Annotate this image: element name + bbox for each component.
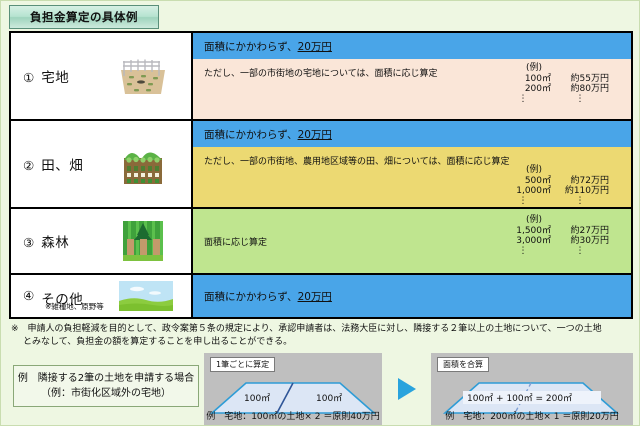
- example-list-shinrin: (例) 1,500㎡ 約27万円 3,000㎡ 約30万円 ⋮ ⋮: [495, 215, 609, 255]
- flat-fee-prefix: 面積にかかわらず、: [204, 40, 298, 53]
- combined-area-label: 100㎡ + 100㎡ = 200㎡: [467, 394, 573, 404]
- example-area: 100㎡: [524, 73, 551, 84]
- table-row: ② 田、畑: [11, 121, 631, 209]
- example-area: 500㎡: [524, 175, 551, 186]
- example-case-line-1: 例 隣接する2筆の土地を申請する場合: [17, 373, 195, 384]
- flat-fee-amount: 20万円: [297, 40, 332, 53]
- per-parcel-diagram: [209, 382, 377, 414]
- example-row: 1,500㎡ 約27万円: [495, 226, 609, 237]
- flat-fee-bar: 面積にかかわらず、20万円: [193, 121, 631, 147]
- category-name: 宅地: [41, 70, 70, 86]
- category-number: ②: [23, 158, 35, 173]
- combined-area-tag: 面積を合算: [437, 357, 489, 372]
- table-row: ③ 森林: [11, 209, 631, 275]
- example-row: 200㎡ 約80万円: [495, 84, 609, 95]
- parcel-label-left: 100㎡: [244, 394, 271, 404]
- grassland-icon: [119, 281, 173, 311]
- example-row: 1,000㎡ 約110万円: [495, 186, 609, 197]
- footnote-line-1: ※ 申請人の負担軽減を目的として、政令案第５条の規定により、承認申請者は、法務大…: [11, 324, 602, 334]
- flat-fee-prefix: 面積にかかわらず、: [204, 290, 298, 303]
- example-ellipsis: ⋮: [518, 93, 528, 104]
- farm-field-icon: [115, 140, 171, 188]
- combined-area-panel: 面積を合算 100㎡ + 100㎡ = 200㎡ 例 宅地：200㎡の土地× 1…: [431, 353, 633, 425]
- page-title: 負担金算定の具体例: [9, 5, 159, 29]
- example-amount: 約80万円: [570, 84, 609, 95]
- vacant-lot-icon: [115, 52, 171, 100]
- category-cell-shinrin: ③ 森林: [11, 209, 193, 273]
- example-ellipsis: ⋮: [518, 245, 528, 256]
- example-list-tahata: (例) 500㎡ 約72万円 1,000㎡ 約110万円 ⋮ ⋮: [495, 165, 609, 205]
- parcel-label-right: 100㎡: [316, 394, 343, 404]
- category-name: 森林: [41, 235, 70, 251]
- example-area: 1,000㎡: [516, 186, 551, 197]
- example-case-line-2: （例：市街化区域外の宅地）: [41, 388, 171, 399]
- example-ellipsis: ⋮: [575, 195, 585, 206]
- note-area-tahata: ただし、一部の市街地、農用地区域等の田、畑については、面積に応じ算定 (例) 5…: [193, 147, 631, 207]
- forest-icon: [115, 217, 171, 265]
- right-arrow-icon: [390, 353, 424, 425]
- example-ellipsis: ⋮: [575, 245, 585, 256]
- example-row: 500㎡ 約72万円: [495, 176, 609, 187]
- example-case-box: 例 隣接する2筆の土地を申請する場合 （例：市街化区域外の宅地）: [13, 365, 199, 407]
- flat-fee-bar: 面積にかかわらず、20万円: [193, 33, 631, 59]
- note-area-takuchi: ただし、一部の市街地の宅地については、面積に応じ算定 (例) 100㎡ 約55万…: [193, 59, 631, 119]
- note-text: ただし、一部の市街地の宅地については、面積に応じ算定: [204, 69, 438, 79]
- example-amount: 約30万円: [570, 236, 609, 247]
- category-cell-takuchi: ① 宅地: [11, 33, 193, 119]
- footnote-line-2: とみなして、負担金の額を算定することを申し出ることができる。: [23, 337, 293, 348]
- example-ellipsis-row: ⋮ ⋮: [495, 245, 609, 256]
- combined-area-diagram: [442, 382, 620, 414]
- combined-area-caption: 例 宅地：200㎡の土地× 1 ＝原則20万円: [445, 412, 619, 422]
- example-amount: 約27万円: [570, 225, 609, 236]
- example-row: 3,000㎡ 約30万円: [495, 236, 609, 247]
- table-row: ④ その他 ※雑種地、原野等 面積にかかわらず、20万円: [11, 275, 631, 317]
- category-name: その他: [41, 292, 84, 308]
- per-parcel-panel: 1筆ごとに算定 100㎡ 100㎡ 例 宅地：100㎡の土地× 2 ＝原則40万…: [204, 353, 382, 425]
- example-area: 200㎡: [524, 84, 551, 95]
- category-cell-tahata: ② 田、畑: [11, 121, 193, 207]
- detail-cell-sonota: 面積にかかわらず、20万円: [193, 275, 631, 317]
- category-subnote: ※雑種地、原野等: [45, 302, 104, 311]
- example-ellipsis: ⋮: [518, 195, 528, 206]
- table-row: ① 宅地: [11, 33, 631, 121]
- example-row: 100㎡ 約55万円: [495, 74, 609, 85]
- calculation-table: ① 宅地: [9, 31, 633, 319]
- area-based-text: 面積に応じ算定: [204, 237, 268, 248]
- footnote: ※ 申請人の負担軽減を目的として、政令案第５条の規定により、承認申請者は、法務大…: [11, 323, 631, 349]
- example-amount: 約55万円: [570, 73, 609, 84]
- flat-fee-amount: 20万円: [297, 290, 332, 303]
- example-amount: 約110万円: [564, 186, 609, 197]
- note-text: ただし、一部の市街地、農用地区域等の田、畑については、面積に応じ算定: [204, 157, 510, 167]
- example-ellipsis: ⋮: [575, 93, 585, 104]
- flat-fee-amount: 20万円: [297, 128, 332, 141]
- per-parcel-tag: 1筆ごとに算定: [210, 357, 276, 372]
- example-amount: 約72万円: [570, 175, 609, 186]
- category-number: ④: [23, 288, 35, 303]
- category-name: 田、畑: [41, 158, 84, 174]
- per-parcel-caption: 例 宅地：100㎡の土地× 2 ＝原則40万円: [206, 412, 380, 422]
- example-list-takuchi: (例) 100㎡ 約55万円 200㎡ 約80万円 ⋮ ⋮: [495, 63, 610, 104]
- example-header: (例): [525, 63, 543, 73]
- detail-cell-takuchi: 面積にかかわらず、20万円 ただし、一部の市街地の宅地については、面積に応じ算定…: [193, 33, 631, 119]
- flat-fee-prefix: 面積にかかわらず、: [204, 128, 298, 141]
- flat-fee-bar: 面積にかかわらず、20万円: [193, 275, 631, 317]
- category-number: ③: [23, 235, 35, 250]
- example-area: 3,000㎡: [516, 236, 551, 247]
- detail-cell-tahata: 面積にかかわらず、20万円 ただし、一部の市街地、農用地区域等の田、畑については…: [193, 121, 631, 207]
- category-number: ①: [23, 70, 35, 85]
- detail-cell-shinrin: 面積に応じ算定 (例) 1,500㎡ 約27万円 3,000㎡ 約30万円 ⋮: [193, 209, 631, 273]
- example-ellipsis-row: ⋮ ⋮: [495, 195, 609, 206]
- example-ellipsis-row: ⋮ ⋮: [495, 93, 609, 104]
- page-title-text: 負担金算定の具体例: [30, 10, 138, 24]
- example-header: (例): [525, 215, 543, 225]
- category-cell-sonota: ④ その他 ※雑種地、原野等: [11, 275, 193, 317]
- example-header: (例): [525, 165, 543, 175]
- example-area: 1,500㎡: [516, 225, 551, 236]
